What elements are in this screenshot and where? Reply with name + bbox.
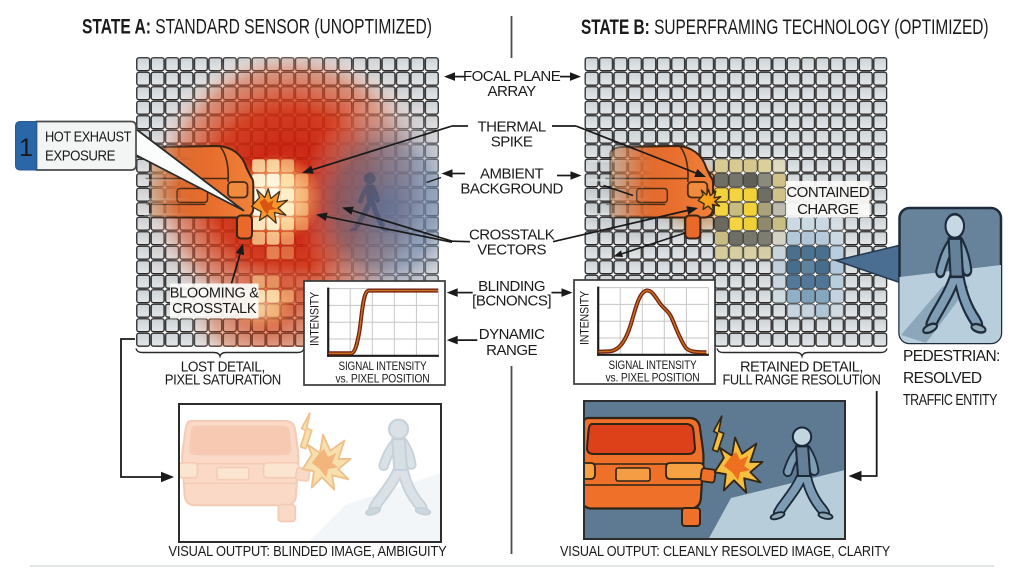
svg-text:INTENSITY: INTENSITY xyxy=(578,291,592,345)
svg-text:[BCNONCS]: [BCNONCS] xyxy=(472,293,551,310)
svg-text:THERMAL: THERMAL xyxy=(478,119,546,136)
svg-text:EXPOSURE: EXPOSURE xyxy=(45,148,115,165)
svg-text:VECTORS: VECTORS xyxy=(477,242,546,259)
svg-text:VISUAL OUTPUT: BLINDED IMAGE,: VISUAL OUTPUT: BLINDED IMAGE, AMBIGUITY xyxy=(169,543,447,560)
svg-text:SIGNAL INTENSITY: SIGNAL INTENSITY xyxy=(609,358,697,372)
svg-text:VISUAL OUTPUT: CLEANLY RESOLVE: VISUAL OUTPUT: CLEANLY RESOLVED IMAGE, C… xyxy=(560,543,890,560)
svg-text:CONTAINED: CONTAINED xyxy=(786,184,869,201)
svg-text:DYNAMIC: DYNAMIC xyxy=(479,326,545,343)
svg-text:CHARGE: CHARGE xyxy=(797,201,859,218)
svg-text:AMBIENT: AMBIENT xyxy=(480,166,544,183)
svg-text:vs. PIXEL POSITION: vs. PIXEL POSITION xyxy=(606,371,700,385)
svg-text:PIXEL SATURATION: PIXEL SATURATION xyxy=(165,371,281,388)
svg-text:INTENSITY: INTENSITY xyxy=(308,292,322,346)
svg-text:vs. PIXEL POSITION: vs. PIXEL POSITION xyxy=(336,372,430,386)
svg-text:RETAINED DETAIL,: RETAINED DETAIL, xyxy=(740,358,863,375)
svg-text:FOCAL PLANE: FOCAL PLANE xyxy=(463,68,561,85)
svg-text:CROSSTALK: CROSSTALK xyxy=(172,301,257,317)
svg-text:PEDESTRIAN:: PEDESTRIAN: xyxy=(903,348,1000,365)
svg-text:1: 1 xyxy=(19,134,33,162)
svg-text:HOT EXHAUST: HOT EXHAUST xyxy=(45,129,131,146)
svg-text:RESOLVED: RESOLVED xyxy=(903,370,982,387)
svg-text:TRAFFIC ENTITY: TRAFFIC ENTITY xyxy=(903,392,997,409)
svg-text:STATE A: STANDARD SENSOR (UNOP: STATE A: STANDARD SENSOR (UNOPTIMIZED) xyxy=(82,16,432,39)
svg-text:BLOOMING &: BLOOMING & xyxy=(170,286,259,302)
svg-text:RANGE: RANGE xyxy=(486,342,537,359)
svg-text:STATE B: SUPERFRAMING TECHNOLO: STATE B: SUPERFRAMING TECHNOLOGY (OPTIMI… xyxy=(581,16,989,39)
svg-text:SPIKE: SPIKE xyxy=(491,134,533,151)
svg-text:FULL RANGE RESOLUTION: FULL RANGE RESOLUTION xyxy=(723,371,881,388)
svg-text:BACKGROUND: BACKGROUND xyxy=(460,181,563,198)
svg-text:CROSSTALK: CROSSTALK xyxy=(469,227,555,244)
svg-text:ARRAY: ARRAY xyxy=(488,83,537,100)
svg-text:BLINDING: BLINDING xyxy=(478,278,545,295)
svg-text:SIGNAL INTENSITY: SIGNAL INTENSITY xyxy=(339,359,427,373)
svg-text:LOST DETAIL,: LOST DETAIL, xyxy=(181,358,265,375)
